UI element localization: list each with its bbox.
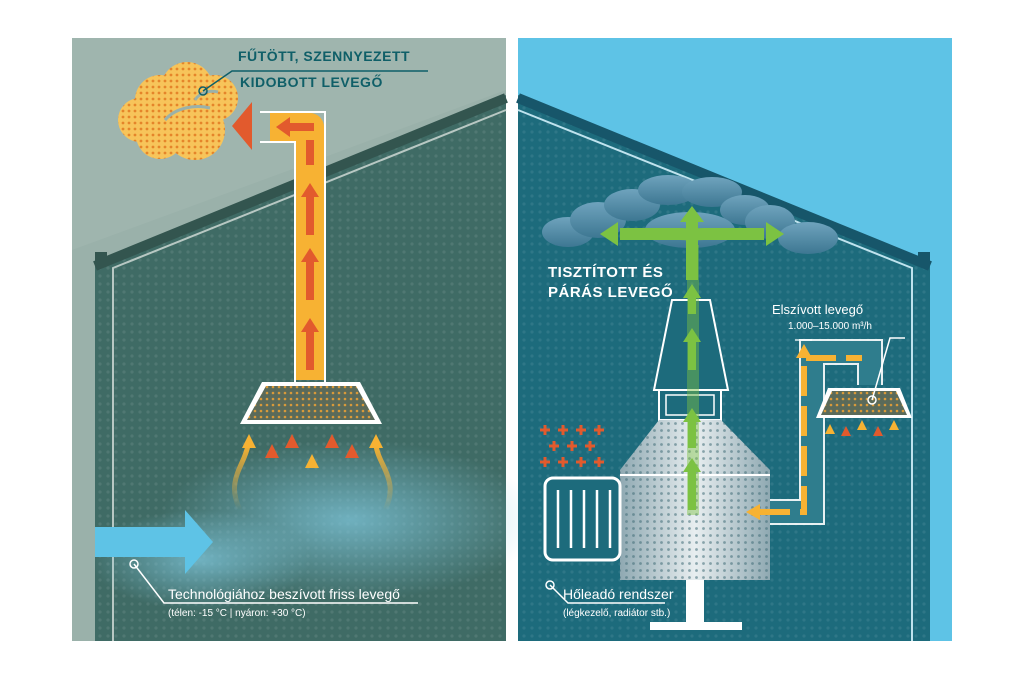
right-panel xyxy=(516,38,952,641)
left-panel xyxy=(72,38,540,641)
exhaust-smoke-cloud xyxy=(118,62,252,160)
rising-warm-air xyxy=(232,442,393,528)
clean-air-label-line2: PÁRÁS LEVEGŐ xyxy=(548,284,674,301)
motor xyxy=(543,476,622,562)
heat-plus-icons xyxy=(540,425,604,467)
heat-system-label: Hőleadó rendszer xyxy=(563,586,674,602)
stand xyxy=(686,580,704,622)
intake-sublabel: (télen: -15 °C | nyáron: +30 °C) xyxy=(168,608,306,619)
extract-air-flow xyxy=(746,344,862,520)
clean-air-flow xyxy=(600,206,784,515)
rising-air-extract xyxy=(828,428,896,472)
exhaust-label-line1: FŰTÖTT, SZENNYEZETT xyxy=(238,48,411,64)
intake-label: Technológiához beszívott friss levegő xyxy=(168,586,400,602)
clean-air-label-line1: TISZTÍTOTT ÉS xyxy=(548,264,664,281)
clean-humid-air-clouds xyxy=(542,175,838,254)
extract-air-flow-rate: 1.000–15.000 m³/h xyxy=(788,321,872,332)
exhaust-flow-arrows xyxy=(276,117,319,370)
extract-air-label: Elszívott levegő xyxy=(772,302,864,317)
exhaust-label-line2: KIDOBOTT LEVEGŐ xyxy=(240,74,383,90)
heat-system-sublabel: (légkezelő, radiátor stb.) xyxy=(563,608,671,619)
fresh-air-intake-arrow xyxy=(95,510,213,574)
exhaust-outlet-icon xyxy=(232,102,252,150)
